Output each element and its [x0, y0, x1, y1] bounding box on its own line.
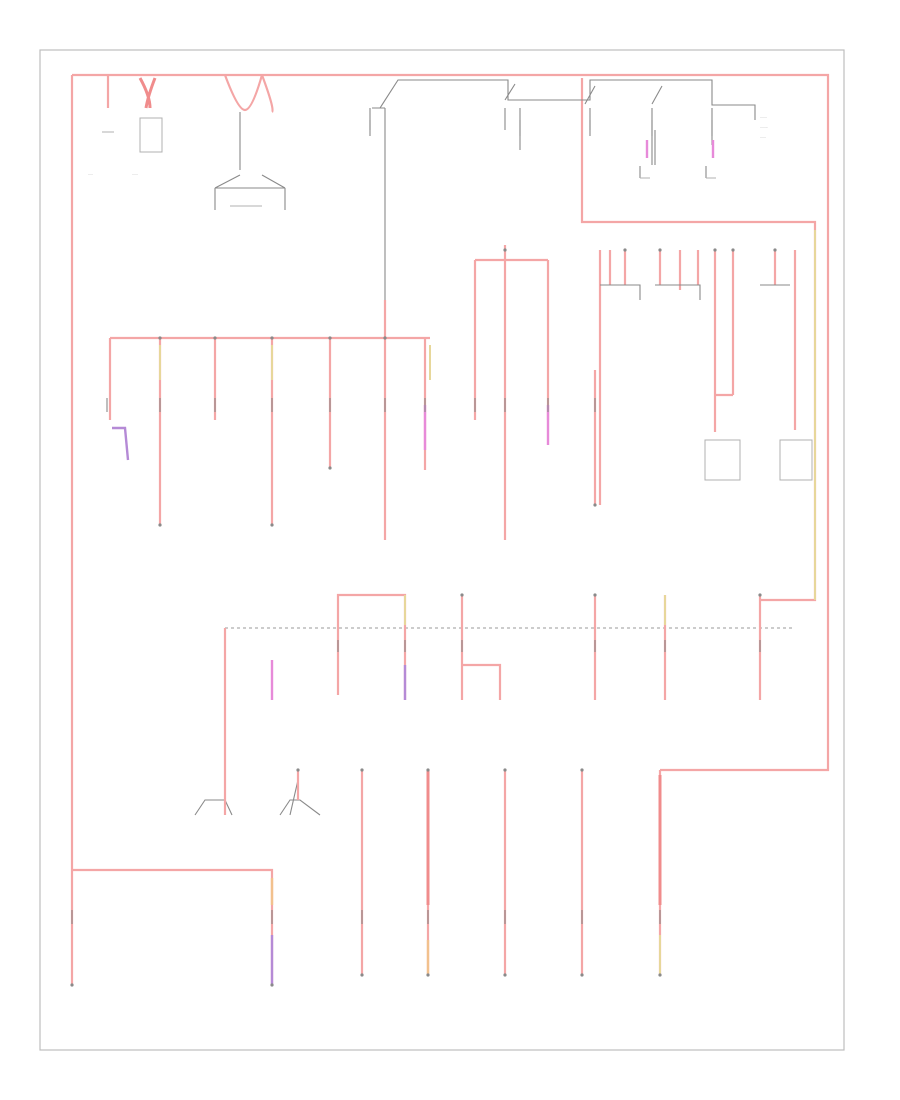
splice-dot	[773, 248, 777, 252]
svg-text:......: ......	[132, 172, 138, 176]
splice-dot	[731, 248, 735, 252]
ground-icons	[102, 131, 716, 179]
diagram-frame	[39, 49, 845, 1051]
splice-dot	[623, 248, 627, 252]
fuse-bus	[223, 593, 795, 790]
splice-dot	[758, 593, 762, 597]
splice-dot	[658, 248, 662, 252]
splice-dot	[593, 503, 597, 507]
svg-text:.......: .......	[760, 115, 767, 119]
splice-dot	[580, 973, 584, 977]
splice-dot	[213, 336, 217, 340]
splice-dot	[460, 593, 464, 597]
top-relay-bank: ....... ........ ......	[369, 79, 768, 300]
splice-dot	[503, 248, 507, 252]
splice-dot	[70, 983, 74, 987]
splice-dot	[158, 523, 162, 527]
splice-dot	[158, 336, 162, 340]
splice-dot	[426, 973, 430, 977]
top-left-battery-section: ..... ......	[88, 74, 286, 210]
splice-dot	[328, 336, 332, 340]
lower-section	[194, 770, 662, 985]
right-relay-area	[600, 250, 813, 481]
splice-dot	[658, 973, 662, 977]
splice-dot	[503, 768, 507, 772]
svg-text:......: ......	[760, 135, 766, 139]
splice-dot	[270, 983, 274, 987]
splice-dot	[360, 768, 364, 772]
fuse-icons	[71, 120, 761, 924]
fuse-icon	[71, 120, 761, 924]
splice-dot	[713, 248, 717, 252]
splice-dot	[270, 523, 274, 527]
splice-dot	[296, 768, 300, 772]
splice-dot	[383, 336, 387, 340]
splice-dot	[503, 973, 507, 977]
splice-dot	[580, 768, 584, 772]
splice-dot	[360, 973, 364, 977]
splice-dot	[270, 336, 274, 340]
splice-dots	[70, 248, 777, 987]
middle-fuse-feeders	[108, 245, 602, 540]
main-power-feed	[70, 73, 830, 985]
svg-text:.....: .....	[88, 172, 93, 176]
splice-dot	[328, 466, 332, 470]
splice-dot	[426, 768, 430, 772]
svg-text:........: ........	[760, 125, 768, 129]
splice-dot	[593, 593, 597, 597]
